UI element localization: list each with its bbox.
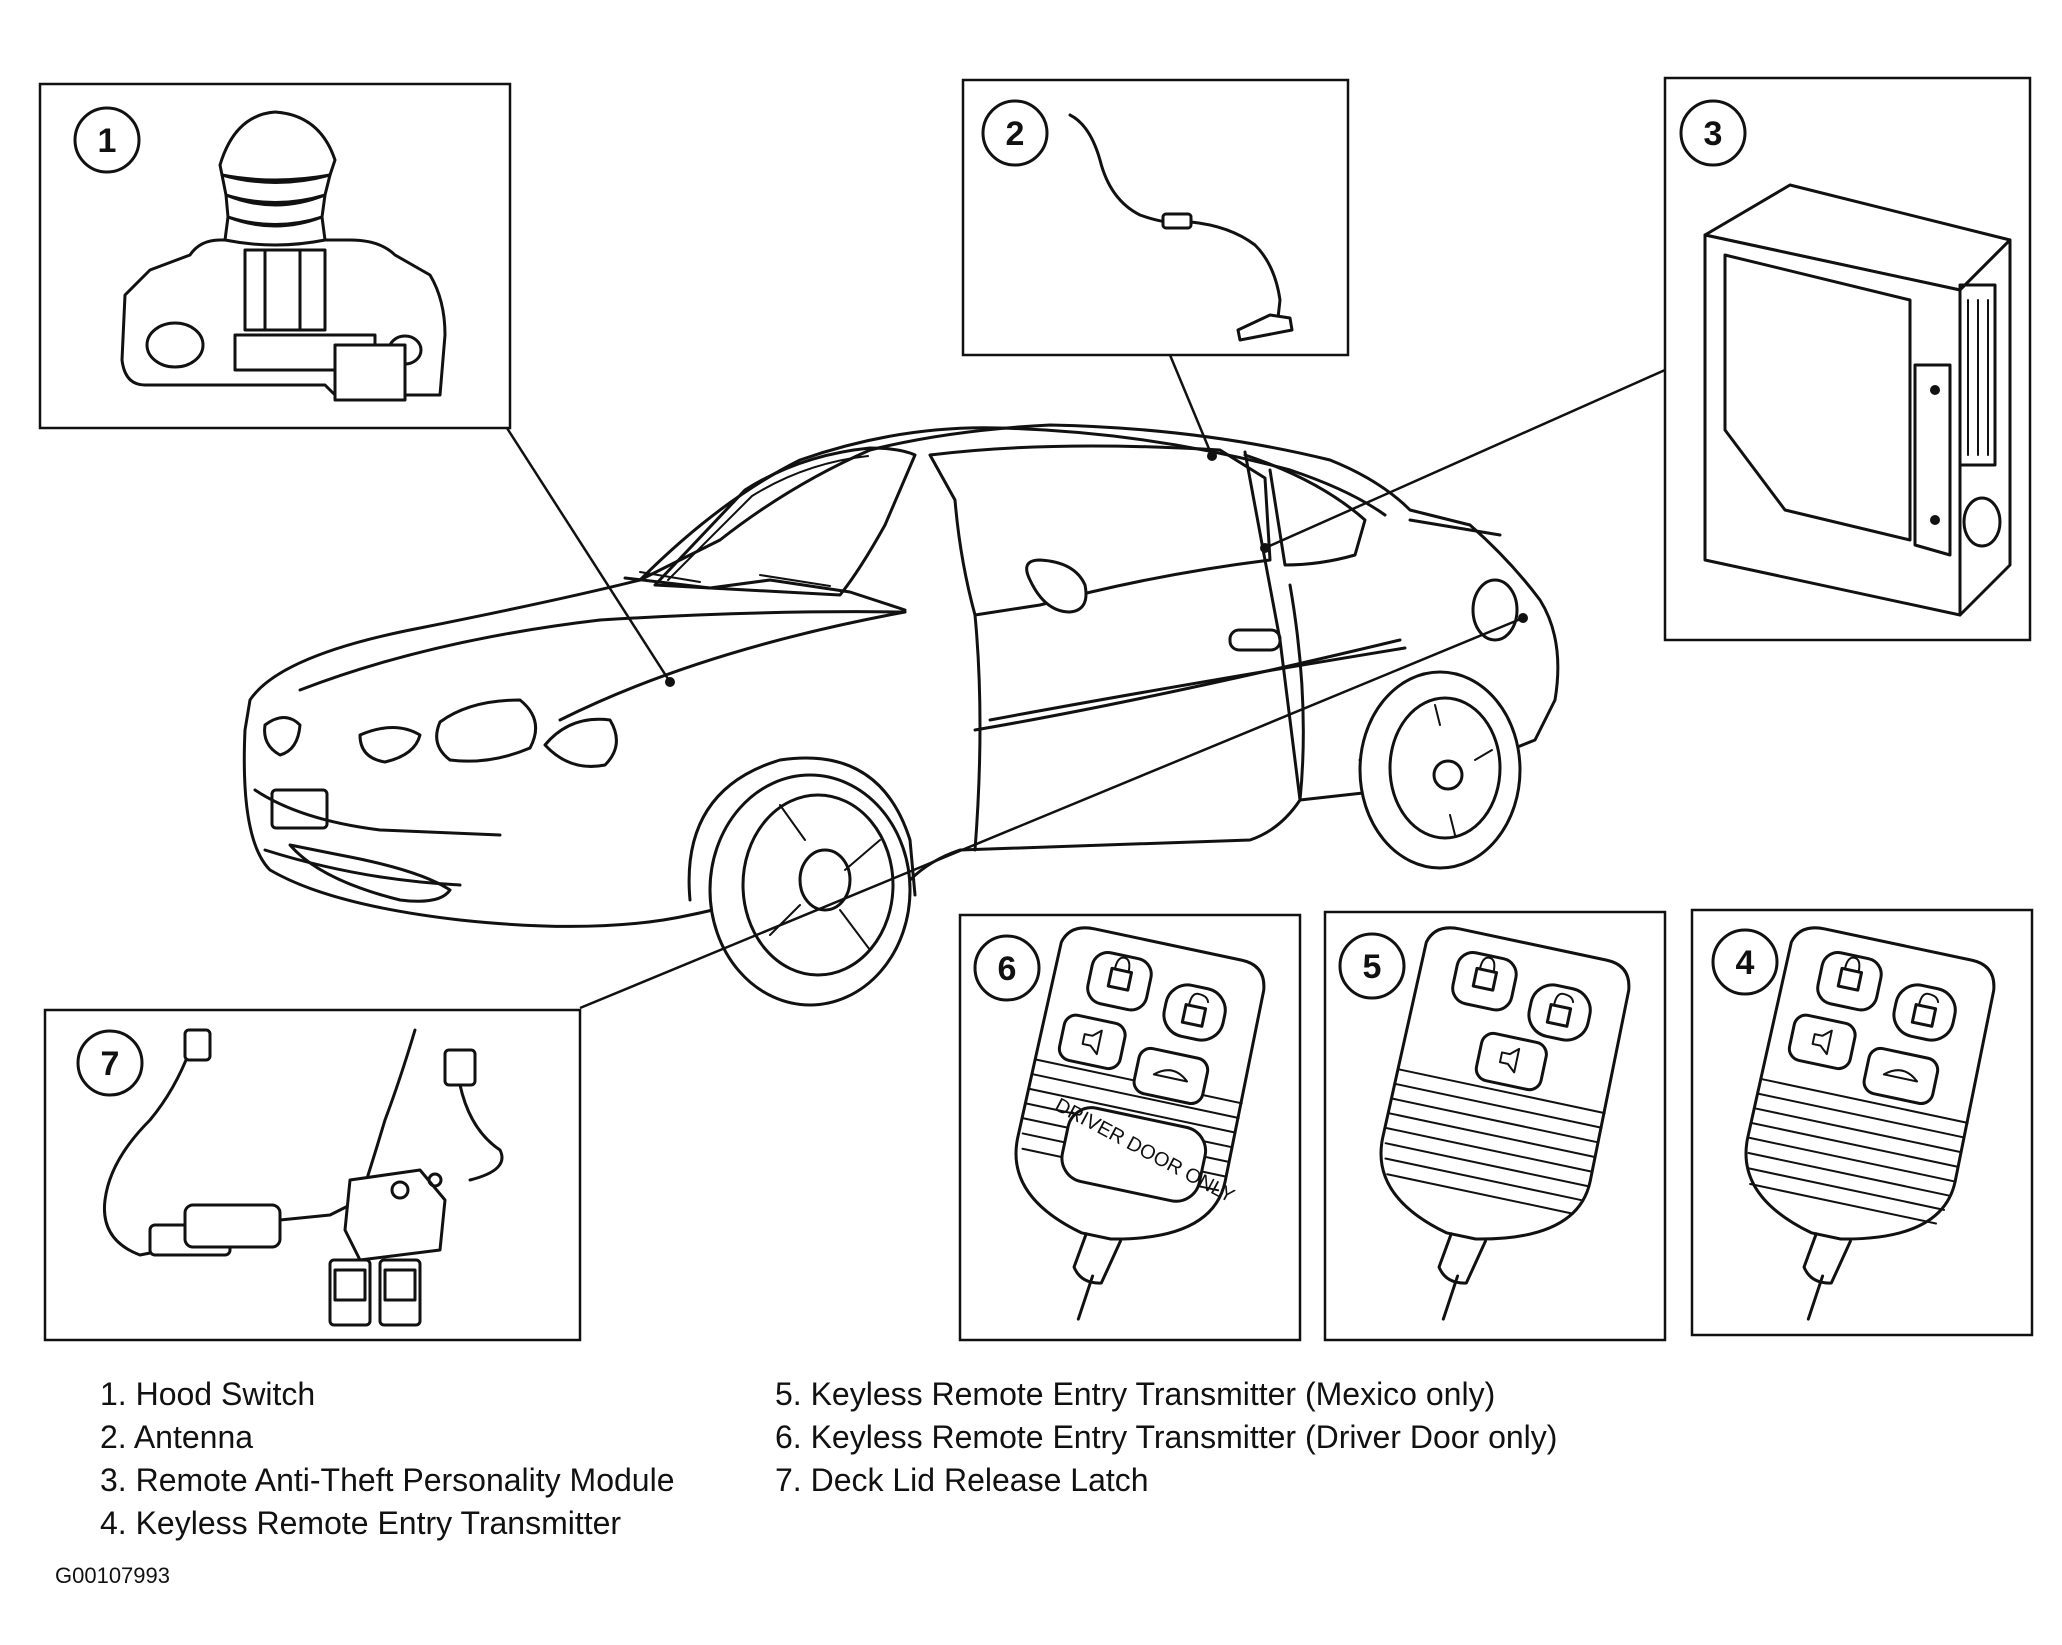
panel-fob-standard: 4	[1690, 908, 2034, 1337]
fob-mexico-icon	[1379, 926, 1631, 1321]
callout-number-2: 2	[1006, 115, 1025, 153]
panel-antenna: 2	[961, 78, 1350, 357]
callout-number-1: 1	[98, 122, 117, 160]
leader-module	[1264, 368, 1666, 550]
callout-circle-7	[76, 1029, 144, 1097]
deck-lid-latch-icon	[102, 1028, 504, 1327]
legend-item-4: 4. Keyless Remote Entry Transmitter	[100, 1505, 621, 1541]
trunk-button	[1862, 1046, 1940, 1106]
trunk-button	[1132, 1046, 1210, 1106]
leader-dot-deck-lid	[1518, 613, 1528, 623]
lock-button	[1451, 951, 1518, 1012]
leader-antenna	[1168, 354, 1214, 457]
leader-hood-switch	[503, 424, 672, 683]
panic-button	[1787, 1013, 1857, 1071]
leader-deck-lid	[579, 616, 1524, 1010]
antenna-icon	[1068, 113, 1294, 342]
figure-code: G00107993	[55, 1563, 170, 1588]
driver-door-label-plate	[1060, 1106, 1208, 1203]
callout-number-5: 5	[1363, 948, 1382, 986]
legend-item-5: 5. Keyless Remote Entry Transmitter (Mex…	[775, 1376, 1495, 1412]
unlock-button	[1162, 983, 1227, 1042]
callout-circle-5	[1338, 932, 1406, 1000]
leader-dot-antenna	[1207, 451, 1217, 461]
panel-deck-lid-latch: 7	[43, 1008, 582, 1342]
hood-switch-icon	[120, 110, 447, 402]
callout-circle-6	[973, 934, 1041, 1002]
legend-item-2: 2. Antenna	[100, 1419, 253, 1455]
panel-module: 3	[1663, 76, 2032, 642]
leader-dot-hood-switch	[665, 677, 675, 687]
callout-circle-4	[1711, 928, 1779, 996]
legend-item-7: 7. Deck Lid Release Latch	[775, 1462, 1149, 1498]
leader-lines	[503, 354, 1666, 1010]
lock-button	[1086, 951, 1153, 1012]
panic-button	[1057, 1013, 1127, 1071]
unlock-button	[1527, 983, 1592, 1042]
fob-driver-door-icon	[1014, 926, 1266, 1321]
leader-dot-module	[1260, 543, 1270, 553]
callout-circle-3	[1679, 99, 1747, 167]
legend-item-1: 1. Hood Switch	[100, 1376, 315, 1412]
legend-item-3: 3. Remote Anti-Theft Personality Module	[100, 1462, 675, 1498]
legend-item-6: 6. Keyless Remote Entry Transmitter (Dri…	[775, 1419, 1557, 1455]
panel-hood-switch: 1	[38, 82, 512, 430]
panel-fob-mexico: 5	[1323, 910, 1667, 1342]
lock-button	[1816, 951, 1883, 1012]
callout-number-7: 7	[101, 1045, 120, 1083]
module-icon	[1703, 183, 2012, 617]
callout-number-6: 6	[998, 950, 1017, 988]
callout-number-3: 3	[1704, 115, 1723, 153]
callout-circle-1	[73, 106, 141, 174]
legend: 1. Hood Switch 2. Antenna 3. Remote Anti…	[100, 1376, 1557, 1541]
panel-fob-driver-door: 6 DRIVER DOOR ONLY	[958, 913, 1302, 1342]
unlock-button	[1892, 983, 1957, 1042]
callout-circle-2	[981, 99, 1049, 167]
fob-standard-icon	[1744, 926, 1996, 1321]
callout-number-4: 4	[1736, 944, 1755, 982]
panic-button	[1474, 1031, 1548, 1092]
car-illustration	[242, 423, 1560, 1007]
